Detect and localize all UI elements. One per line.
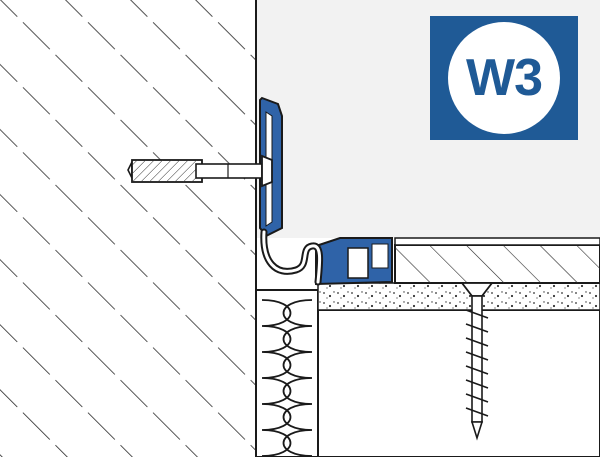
insulation-strip (255, 289, 319, 457)
badge-circle: W3 (448, 22, 560, 134)
wall-section (0, 0, 257, 457)
product-badge: W3 (430, 16, 578, 140)
screed-layer (317, 282, 600, 311)
floor-screw (460, 282, 494, 441)
floor-covering (394, 237, 600, 284)
wall-anchor (127, 154, 273, 188)
flex-membrane (260, 228, 324, 286)
badge-label: W3 (466, 49, 543, 107)
floor-profile (315, 237, 393, 286)
floor-slab (317, 309, 600, 457)
